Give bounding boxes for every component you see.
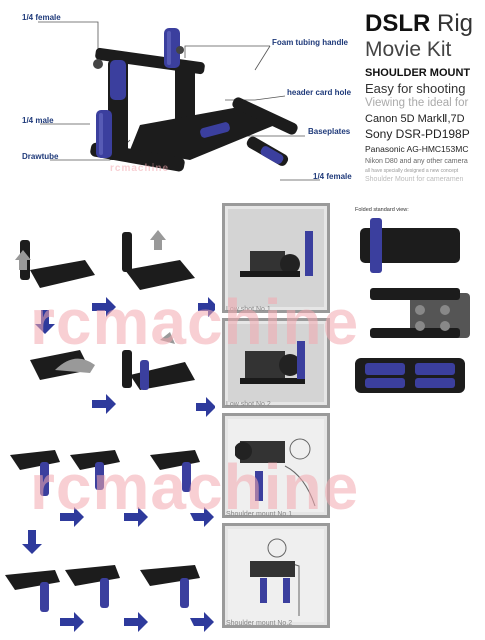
- camera-rig-photo-icon-2: [240, 341, 305, 384]
- rig-diagram: 1/4 female Foam tubing handle header car…: [0, 0, 352, 195]
- caption-shoulder-mount-2: Shoulder mount No.2: [226, 620, 293, 627]
- title-dslr-rig: DSLR Rig: [365, 10, 475, 38]
- watermark-small: rcmachine: [110, 163, 170, 174]
- watermark-large-upper: rcmachine: [30, 286, 360, 358]
- shoulder-mount-sketch-2: [250, 538, 300, 616]
- title-shoulder-mount: SHOULDER MOUNT: [365, 67, 471, 79]
- title-viewing-ideal: Viewing the ideal for: [365, 97, 469, 109]
- caption-low-shot-2: Low shot No.2: [226, 401, 271, 408]
- shoulder-mount-sketch: [235, 438, 316, 507]
- photo-shoulder-mount-1: [222, 413, 330, 518]
- folded-views: [355, 218, 470, 393]
- title-rig: Rig: [437, 10, 474, 37]
- label-header-card-hole: header card hole: [287, 88, 352, 97]
- camera-rig-photo-icon: [240, 231, 313, 277]
- label-quarter-male: 1/4 male: [22, 116, 54, 125]
- label-quarter-female-bottom: 1/4 female: [313, 172, 352, 181]
- photo-low-shot-1: [222, 203, 330, 313]
- title-canon: Canon 5D MarkⅡ,7D: [365, 113, 465, 125]
- label-quarter-female-top: 1/4 female: [22, 13, 61, 22]
- label-drawtube: Drawtube: [22, 152, 59, 161]
- step-illustrations: [5, 230, 215, 632]
- title-nikon: Nikon D80 and any other camera: [365, 158, 468, 165]
- photo-shoulder-mount-2: [222, 523, 330, 628]
- title-movie-kit: Movie Kit: [365, 38, 452, 61]
- title-cameramen: Shoulder Mount for cameramen: [365, 176, 464, 183]
- rig-diagram-graphic: [38, 21, 320, 181]
- title-brand: DSLR: [365, 10, 431, 37]
- label-foam-handle: Foam tubing handle: [272, 38, 348, 47]
- title-block: DSLR Rig Movie Kit SHOULDER MOUNT Easy f…: [345, 10, 485, 195]
- title-easy-shooting: Easy for shooting: [365, 81, 466, 96]
- title-sony: Sony DSR-PD198P: [365, 127, 470, 141]
- title-panasonic: Panasonic AG-HMC153MC: [365, 144, 469, 154]
- title-concept: all have specially designed a new concep…: [365, 168, 459, 174]
- caption-low-shot-1: Low shot No.1: [226, 306, 271, 313]
- caption-folded-view: Folded standard view:: [355, 207, 409, 213]
- label-baseplates: Baseplates: [308, 127, 351, 136]
- photo-low-shot-2: [222, 318, 330, 408]
- caption-shoulder-mount-1: Shoulder mount No.1: [226, 511, 293, 518]
- watermark-large-lower: rcmachine: [30, 451, 360, 523]
